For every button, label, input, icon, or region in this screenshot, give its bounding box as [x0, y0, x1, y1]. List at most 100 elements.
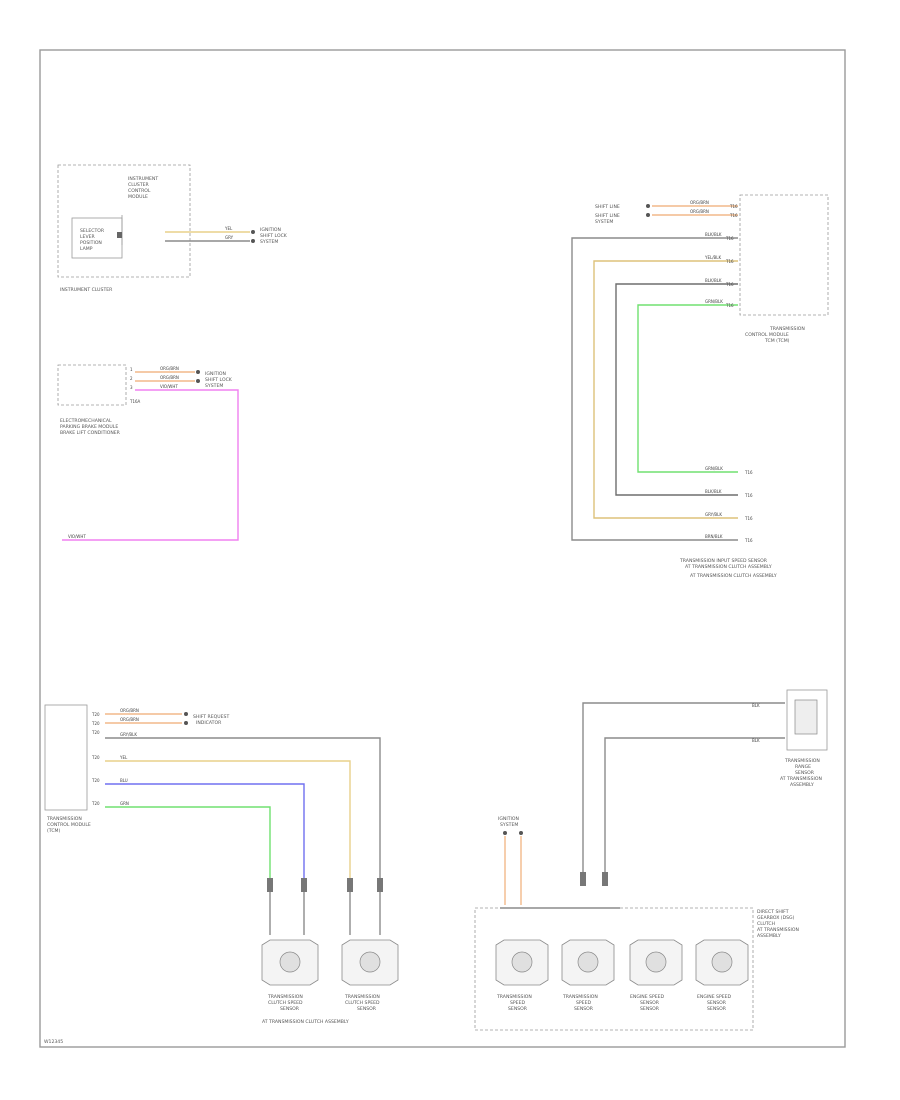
ebm-dest-2: SYSTEM	[205, 383, 223, 389]
range-sensor-inner	[794, 699, 818, 735]
range-wire-label-1: BLK	[752, 738, 760, 743]
tcm-right-pin-3: T16	[725, 259, 734, 264]
sensor-right-0-name-1: SPEED	[510, 1000, 525, 1006]
tcm-right-bottom-wire-3: BRN/BLK	[705, 534, 723, 539]
tcm-left-pin-3: T20	[91, 755, 100, 760]
parking-brake-module: 1 2 3 T16A ORG/BRN ORG/BRN VIO/WHT IGNIT…	[57, 364, 239, 541]
sensor-left-0-name-2: SENSOR	[280, 1006, 300, 1012]
tcm-right-input-1: SHIFT LINE	[595, 213, 620, 219]
tcm-right-bottom-pin-1: T16	[744, 493, 753, 498]
ic-dest-0: IGNITION	[260, 227, 281, 233]
ebm-name-1: PARKING BRAKE MODULE	[60, 424, 118, 430]
tcm-right-bottom-name-0: TRANSMISSION INPUT SPEED SENSOR	[679, 558, 768, 564]
ic-lamp-box	[71, 217, 123, 259]
sensor-right-2-name-1: SENSOR	[640, 1000, 660, 1006]
range-sensor-name-3: AT TRANSMISSION	[780, 776, 822, 782]
range-sensor-group: BLK BLK TRANSMISSION RANGE SENSOR AT TRA…	[582, 689, 828, 880]
tcm-right-name-2: TCM (TCM)	[764, 338, 790, 344]
ebm-wire-label-0: ORG/BRN	[160, 366, 179, 371]
ebm-connector-0	[196, 370, 200, 374]
tcm-right-pin-4: T16	[725, 282, 734, 287]
ebm-dest-0: IGNITION	[205, 371, 226, 377]
tcm-right-bottom-name-2: AT TRANSMISSION CLUTCH ASSEMBLY	[690, 573, 777, 579]
tcm-loop-tan	[593, 260, 738, 519]
sensor-left-caption: AT TRANSMISSION CLUTCH ASSEMBLY	[262, 1019, 349, 1025]
tcm-left-wire-yellow	[105, 760, 351, 880]
ebm-pin-0: 1	[130, 367, 133, 372]
tcm-right-wire-label-2: BLK/BLK	[705, 232, 722, 237]
tcm-left-pin-0: T20	[91, 712, 100, 717]
tcm-left-wire-green	[105, 806, 271, 880]
ebm-name-0: ELECTROMECHANICAL	[60, 418, 112, 424]
instrument-cluster: INSTRUMENT CLUSTER CONTROL MODULE SELECT…	[57, 164, 288, 293]
tcm-left-connector-1	[184, 721, 188, 725]
tcm-left-pin-4: T20	[91, 778, 100, 783]
tcm-left-name-2: (TCM)	[47, 828, 60, 834]
speed-sensor-left-1-face	[359, 951, 381, 973]
sensor-left-1-name-1: CLUTCH SPEED	[345, 1000, 380, 1006]
speed-sensor-right-3-face	[711, 951, 733, 973]
speed-sensor-left-0-face	[279, 951, 301, 973]
tcm-right-pin-0: T16	[729, 204, 738, 209]
tcm-right-bottom-wire-0: GRN/BLK	[705, 466, 723, 471]
ic-lamp-label-1: LEVER	[80, 234, 96, 240]
tcm-right-box	[739, 194, 829, 316]
tcm-right-wire-label-0: ORG/BRN	[690, 200, 709, 205]
dsg-clutch-group: IGNITION SYSTEM DIRECT SHIFT GEARBOX (DS…	[474, 816, 799, 1031]
tcm-right-input-2: SYSTEM	[595, 219, 613, 225]
tcm-left-wire-label-3: YEL	[119, 755, 128, 760]
sensor-left-connector-3	[377, 878, 383, 892]
tcm-left-wire-label-1: ORG/BRN	[120, 717, 139, 722]
sensor-left-1-name-0: TRANSMISSION	[344, 994, 380, 1000]
dsg-title-0: DIRECT SHIFT	[757, 909, 789, 915]
range-sensor-name-1: RANGE	[795, 764, 811, 770]
ebm-wire-label-2: VIO/WHT	[160, 384, 178, 389]
tcm-left-dest-1: INDICATOR	[196, 720, 222, 726]
tcm-right-bottom-wire-1: BLK/BLK	[705, 489, 722, 494]
sensor-right-3-name-2: SENSOR	[707, 1006, 727, 1012]
tcm-right-pin-5: T16	[725, 303, 734, 308]
tcm-loop-gray-outer	[571, 237, 738, 541]
ic-connector-1	[251, 239, 255, 243]
ic-dest-1: SHIFT LOCK	[260, 233, 288, 239]
range-sensor-name-4: ASSEMBLY	[790, 782, 814, 788]
ic-wire-label-1: GRY	[225, 235, 234, 240]
tcm-right-pin-2: T16	[725, 236, 734, 241]
range-wire-0	[582, 702, 785, 880]
ic-dest-2: SYSTEM	[260, 239, 278, 245]
tcm-right-bottom-wire-2: GRY/BLK	[705, 512, 722, 517]
range-sensor-name-0: TRANSMISSION	[784, 758, 820, 764]
sensor-right-1-name-1: SPEED	[576, 1000, 591, 1006]
sensor-right-2-name-0: ENGINE SPEED	[630, 994, 665, 1000]
page-ref: W12345	[44, 1039, 63, 1045]
ebm-wire-label-1: ORG/BRN	[160, 375, 179, 380]
tcm-right-name-0: TRANSMISSION	[769, 326, 805, 332]
ic-header-0: INSTRUMENT	[128, 176, 158, 182]
dsg-title-1: GEARBOX (DSG)	[757, 915, 795, 921]
tcm-left-pin-5: T20	[91, 801, 100, 806]
tcm-left-wire-label-5: GRN	[120, 801, 129, 806]
tcm-right-bottom-pin-3: T16	[744, 538, 753, 543]
sensor-left-connector-0	[267, 878, 273, 892]
sensor-right-2-name-2: SENSOR	[640, 1006, 660, 1012]
speed-sensor-right-0-face	[511, 951, 533, 973]
tcm-left-box	[44, 704, 88, 811]
tcm-left-wire-label-4: BLU	[120, 778, 128, 783]
ebm-pin-1: 2	[130, 376, 133, 381]
ic-header-1: CLUSTER	[128, 182, 150, 188]
tcm-left-wire-label-0: ORG/BRN	[120, 708, 139, 713]
ic-lamp-icon	[117, 232, 122, 238]
sensor-right-0-name-0: TRANSMISSION	[496, 994, 532, 1000]
sensor-left-connector-2	[347, 878, 353, 892]
instrument-cluster-box	[57, 164, 191, 278]
ign-connector-1	[519, 831, 523, 835]
tcm-left-wire-blue	[105, 783, 305, 880]
tcm-left-pin-1: T20	[91, 721, 100, 726]
ic-lamp-label-3: LAMP	[80, 246, 93, 252]
tcm-left-dest-0: SHIFT REQUEST	[193, 714, 229, 720]
tcm-right-wire-label-3: YEL/BLK	[704, 255, 722, 260]
sensor-left-1-name-2: SENSOR	[357, 1006, 377, 1012]
speed-sensor-right-1-face	[577, 951, 599, 973]
tcm-left-pin-2: T20	[91, 730, 100, 735]
